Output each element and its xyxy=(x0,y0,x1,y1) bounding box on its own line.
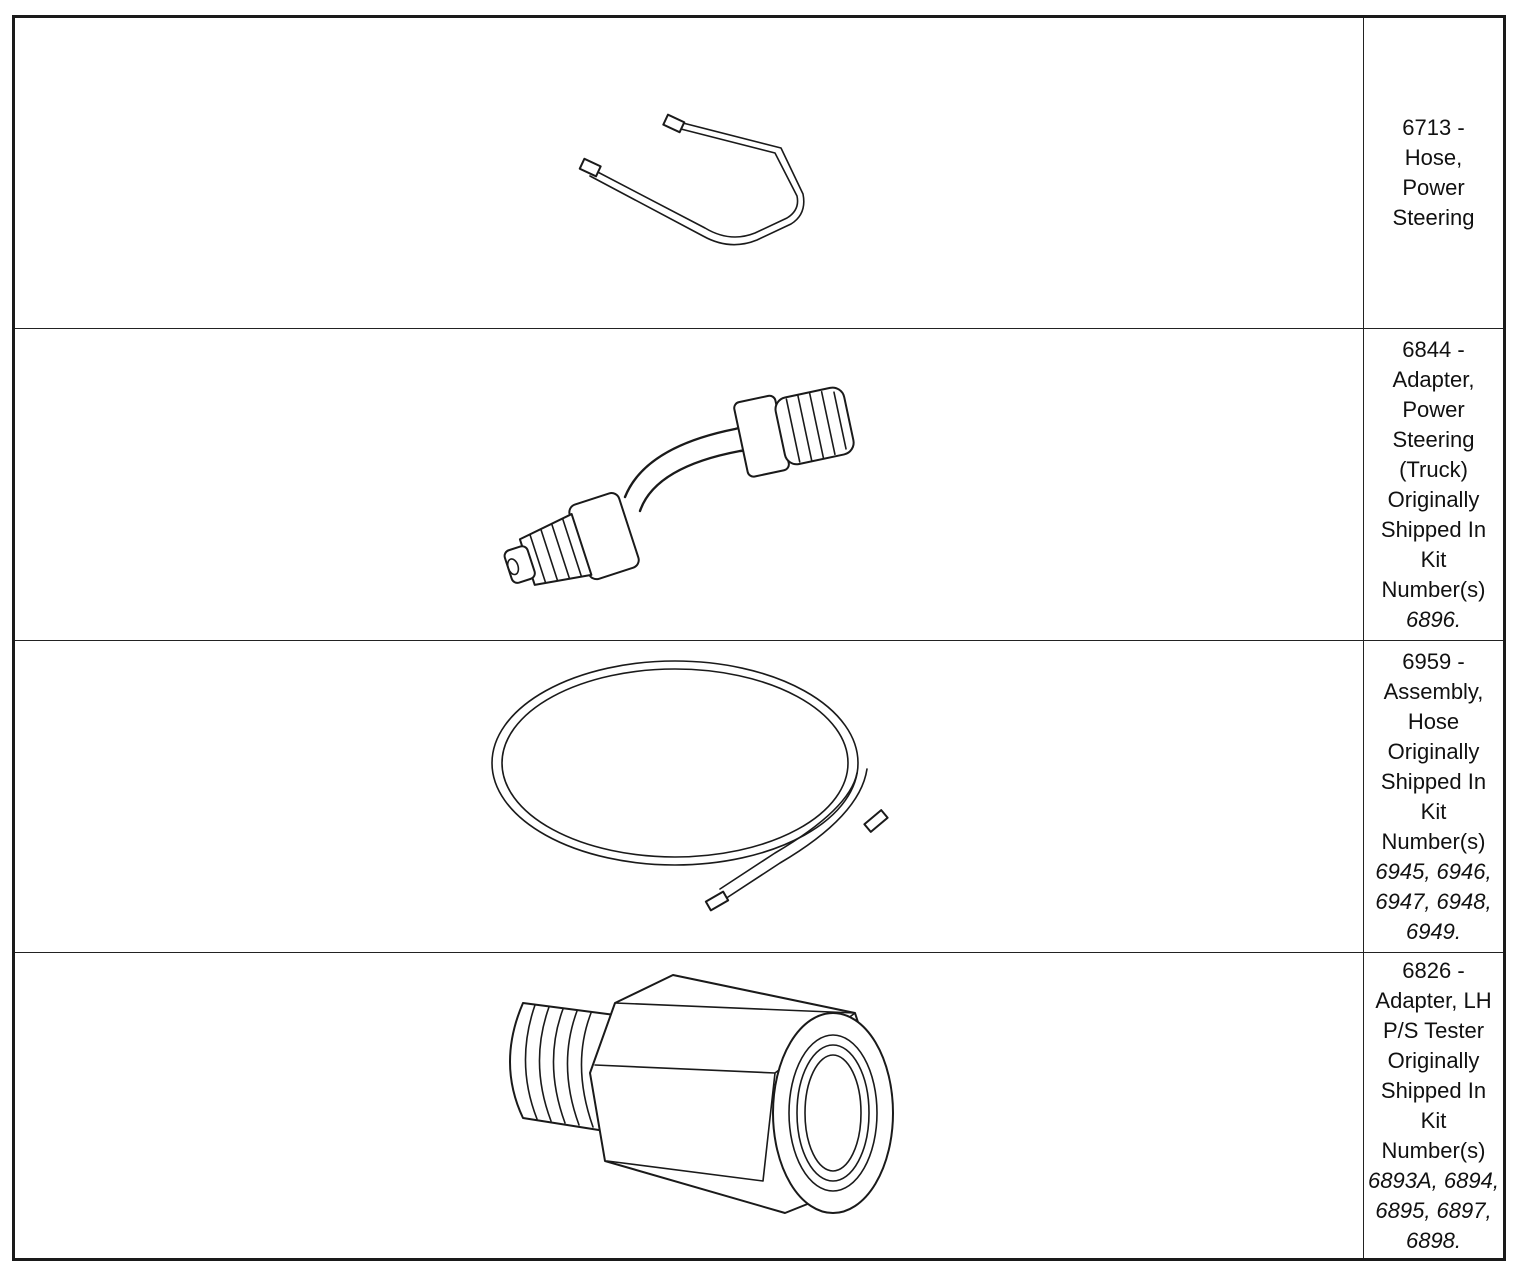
table-row: 6713 - Hose, Power Steering xyxy=(15,18,1503,329)
image-cell xyxy=(15,18,1364,328)
table-row: 6959 - Assembly, Hose Originally Shipped… xyxy=(15,641,1503,953)
description-cell: 6713 - Hose, Power Steering xyxy=(1364,18,1503,328)
description-cell: 6959 - Assembly, Hose Originally Shipped… xyxy=(1364,641,1503,952)
power-steering-hose-illustration xyxy=(578,113,805,246)
power-steering-adapter-illustration xyxy=(503,386,855,586)
description-cell: 6844 - Adapter, Power Steering (Truck) O… xyxy=(1364,329,1503,640)
lh-ps-tester-adapter-illustration xyxy=(509,974,894,1214)
description-line: Shipped In xyxy=(1380,1077,1487,1103)
image-cell xyxy=(15,953,1364,1258)
kit-numbers: 6896. xyxy=(1405,606,1462,632)
description-line: Kit xyxy=(1420,1107,1447,1133)
description-line: Steering xyxy=(1392,205,1475,230)
description-line: Assembly, xyxy=(1383,678,1484,704)
description-line: Number(s) xyxy=(1381,1137,1486,1163)
description-line: 6844 - xyxy=(1402,336,1465,362)
description-line: (Truck) xyxy=(1399,456,1468,482)
description-line: Adapter, LH xyxy=(1375,987,1492,1013)
description-line: Shipped In xyxy=(1380,516,1487,542)
table-row: 6826 - Adapter, LH P/S Tester Originally… xyxy=(15,953,1503,1258)
description-line: Number(s) xyxy=(1381,576,1486,602)
description-line: 6959 - xyxy=(1402,648,1465,674)
image-cell xyxy=(15,329,1364,640)
description-line: Shipped In xyxy=(1380,768,1487,794)
description-line: Number(s) xyxy=(1381,828,1486,854)
description-line: Power xyxy=(1402,396,1465,422)
description-line: Hose, xyxy=(1404,145,1463,170)
description-line: 6826 - xyxy=(1402,957,1465,983)
description-line: 6713 - xyxy=(1402,115,1465,140)
hose-assembly-illustration xyxy=(491,660,889,912)
description-line: P/S Tester xyxy=(1382,1017,1485,1043)
description-line: Hose xyxy=(1407,708,1460,734)
description-line: Adapter, xyxy=(1392,366,1475,392)
description-line: Originally xyxy=(1387,738,1480,764)
parts-table: 6713 - Hose, Power Steering xyxy=(12,15,1506,1261)
kit-numbers: 6893A, 6894, 6895, 6897, 6898. xyxy=(1368,1167,1499,1253)
table-row: 6844 - Adapter, Power Steering (Truck) O… xyxy=(15,329,1503,641)
kit-numbers: 6945, 6946, 6947, 6948, 6949. xyxy=(1375,858,1492,944)
description-line: Power xyxy=(1402,175,1465,200)
description-cell: 6826 - Adapter, LH P/S Tester Originally… xyxy=(1364,953,1503,1258)
description-line: Originally xyxy=(1387,486,1480,512)
description-line: Kit xyxy=(1420,798,1447,824)
description-line: Originally xyxy=(1387,1047,1480,1073)
description-line: Kit xyxy=(1420,546,1447,572)
image-cell xyxy=(15,641,1364,952)
description-line: Steering xyxy=(1392,426,1475,452)
